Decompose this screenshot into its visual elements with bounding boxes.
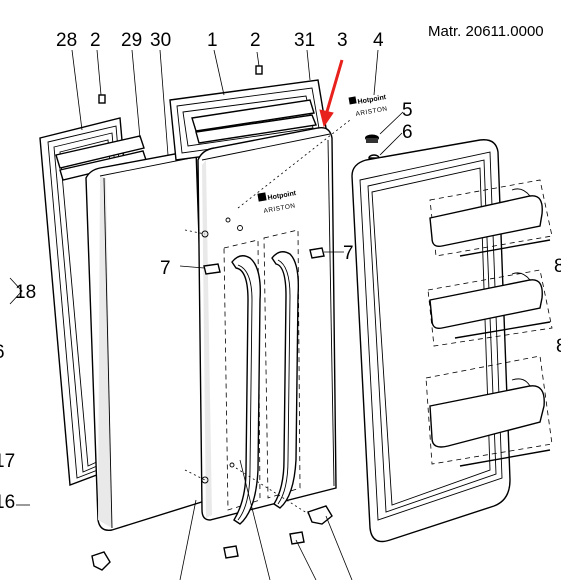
handle-right [271,251,300,509]
clip-2-left [98,94,106,104]
label-cut-8b: 8 [556,336,561,357]
hinge-bottom [91,505,333,571]
label-5: 5 [402,100,413,121]
matrix-number: Matr. 20611.0000 [428,23,544,40]
label-28: 28 [56,30,77,51]
handle-left [231,255,261,525]
fridge-door-front: Hotpoint ARISTON [197,127,337,521]
label-cut-6: 6 [0,342,5,363]
leader-lines [9,49,404,580]
door-bin-bottom [425,355,553,465]
screw-7-left [203,263,221,275]
label-2-right: 2 [250,30,261,51]
svg-text:Hotpoint: Hotpoint [357,94,387,106]
door-bin-top [429,179,553,257]
label-16: 16 [0,492,15,513]
label-7-left: 7 [160,258,171,279]
label-29: 29 [121,30,142,51]
screw-7-right [309,247,325,259]
label-2-left: 2 [90,30,101,51]
logo-badge: Hotpoint ARISTON [348,94,388,118]
bin-rails [454,239,551,467]
clip-2-right [255,65,263,75]
door-bin-middle [427,269,553,347]
label-3: 3 [337,30,348,51]
label-17: 17 [0,451,15,472]
label-6: 6 [402,122,413,143]
pin-5 [365,134,379,143]
label-7-right: 7 [343,243,354,264]
svg-text:ARISTON: ARISTON [355,105,388,117]
label-cut-8a: 8 [554,256,561,277]
screw-hole [201,230,209,238]
label-1: 1 [207,30,218,51]
red-arrow-indicator [319,59,344,128]
label-31: 31 [294,30,315,51]
label-18: 18 [15,282,36,303]
label-4: 4 [373,30,384,51]
label-30: 30 [150,30,171,51]
freezer-door [85,149,209,531]
